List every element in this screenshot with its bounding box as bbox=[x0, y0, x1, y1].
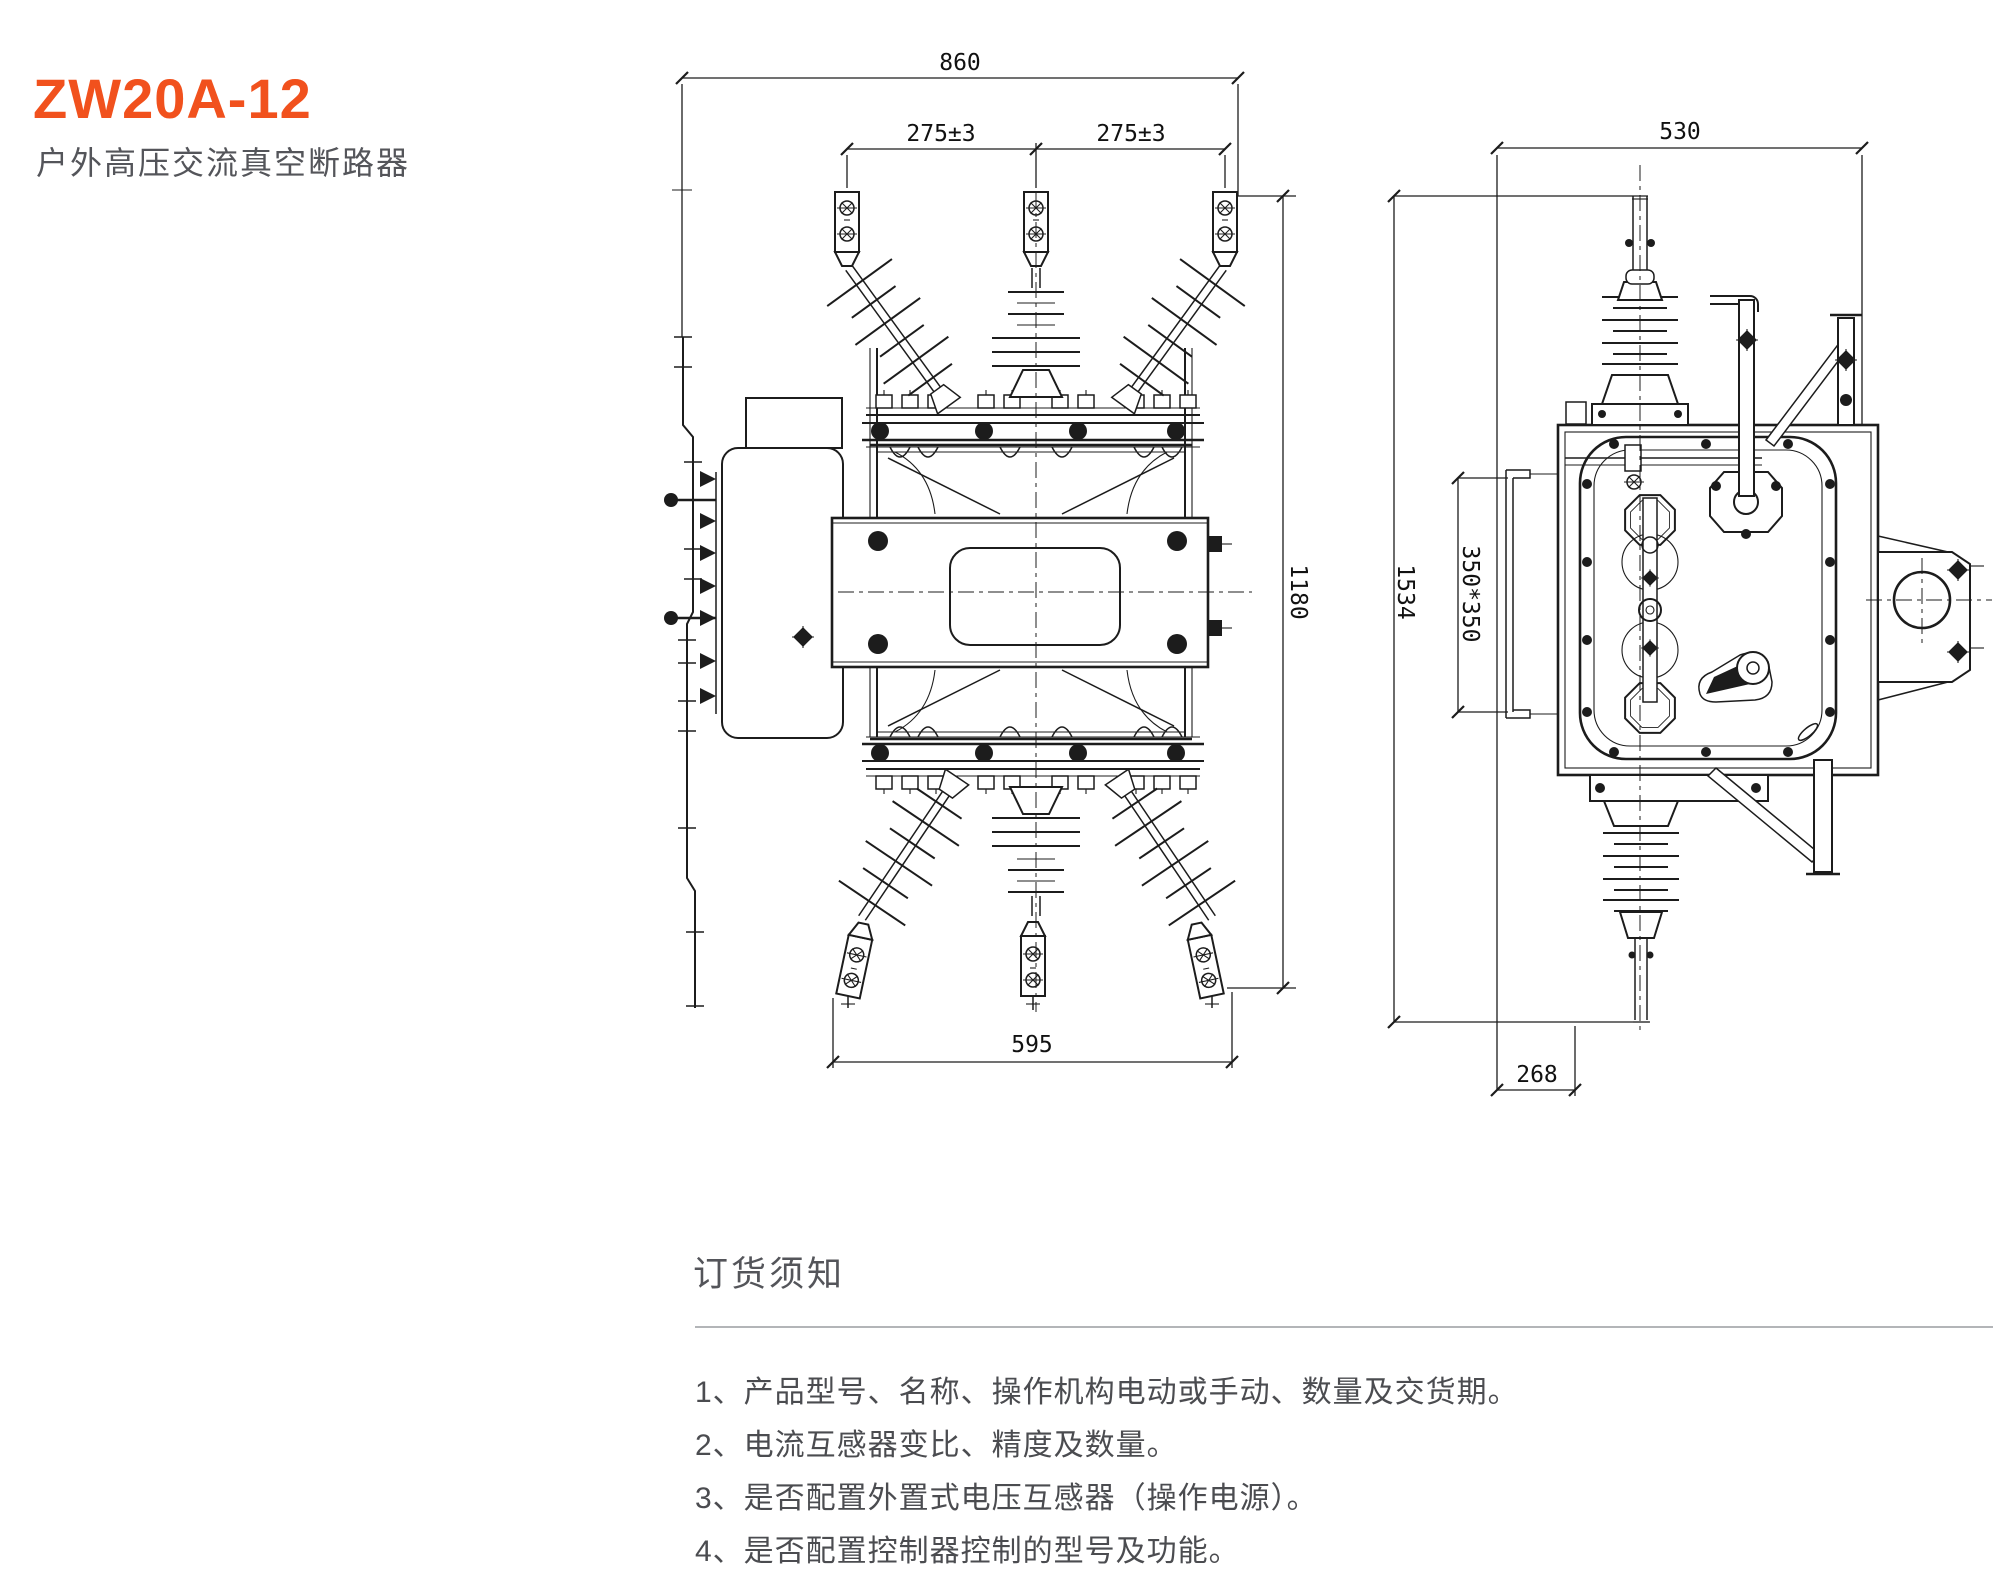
tank-body bbox=[1556, 401, 1880, 777]
dim-label-base-width: 595 bbox=[1011, 1032, 1053, 1058]
front-terminals bbox=[835, 192, 1237, 1010]
dim-label-bottom-offset: 268 bbox=[1516, 1062, 1558, 1088]
side-bottom-insulator bbox=[1589, 759, 1840, 1023]
product-subtitle: 户外高压交流真空断路器 bbox=[36, 145, 411, 181]
section-divider bbox=[695, 1326, 1993, 1328]
upper-clamp-band bbox=[860, 388, 1206, 459]
side-view: 530 1534 350*350 bbox=[1387, 119, 1992, 1097]
mechanism-housing bbox=[721, 397, 844, 739]
dim-268: 268 bbox=[1490, 1026, 1582, 1097]
dim-1180: 1180 bbox=[1227, 189, 1311, 995]
dim-label-top-width: 530 bbox=[1659, 119, 1701, 145]
ground-linkage-rod bbox=[664, 336, 723, 1008]
front-view: 860 275±3 275±3 1180 bbox=[664, 50, 1311, 1069]
ordering-notes-list: 1、产品型号、名称、操作机构电动或手动、数量及交货期。 2、电流互感器变比、精度… bbox=[695, 1366, 1519, 1573]
dim-label-phase-right: 275±3 bbox=[1096, 121, 1165, 147]
dim-595: 595 bbox=[826, 992, 1239, 1069]
mechanism-detail bbox=[1621, 295, 1862, 734]
dim-275: 275±3 275±3 bbox=[840, 121, 1232, 188]
technical-drawing: 860 275±3 275±3 1180 bbox=[664, 50, 1992, 1097]
dim-label-total-width: 860 bbox=[939, 50, 981, 76]
dim-1534: 1534 bbox=[1387, 189, 1650, 1029]
dim-350x350: 350*350 bbox=[1451, 471, 1508, 719]
lower-clamp-band bbox=[860, 725, 1206, 796]
dim-860: 860 bbox=[672, 50, 1245, 337]
product-model-title: ZW20A-12 bbox=[33, 67, 312, 130]
mounting-rail bbox=[1505, 469, 1558, 719]
dim-label-phase-left: 275±3 bbox=[906, 121, 975, 147]
ordering-notes-heading: 订货须知 bbox=[693, 1255, 846, 1294]
ordering-item-1: 1、产品型号、名称、操作机构电动或手动、数量及交货期。 bbox=[695, 1376, 1519, 1409]
side-bracket bbox=[1877, 535, 1984, 701]
dim-label-side-height: 1534 bbox=[1392, 564, 1418, 619]
dim-label-mounting-spacing: 350*350 bbox=[1457, 546, 1483, 643]
ordering-item-2: 2、电流互感器变比、精度及数量。 bbox=[695, 1429, 1178, 1462]
ordering-item-4: 4、是否配置控制器控制的型号及功能。 bbox=[695, 1535, 1240, 1568]
ordering-item-3: 3、是否配置外置式电压互感器（操作电源）。 bbox=[695, 1482, 1318, 1515]
dim-label-overall-height: 1180 bbox=[1285, 564, 1311, 619]
